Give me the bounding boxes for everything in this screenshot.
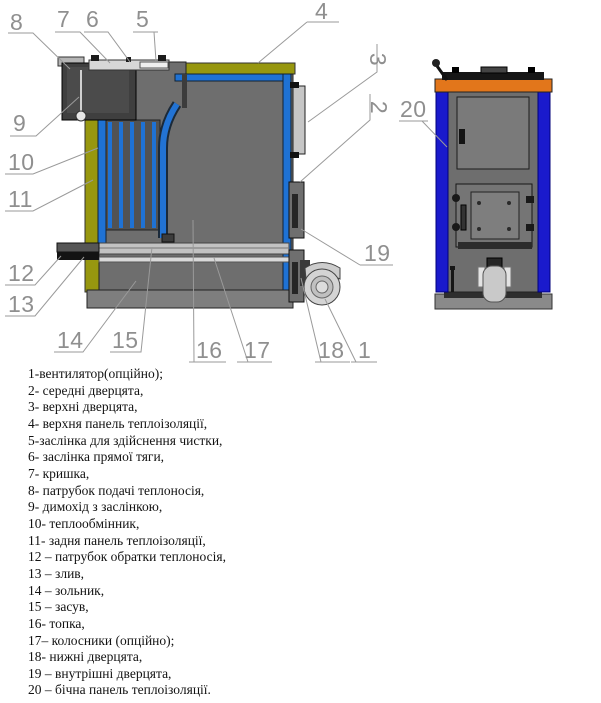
rear-insulation-panel [84, 95, 100, 293]
legend-item-7: 7- кришка, [28, 465, 90, 481]
boiler-cross-section [56, 55, 341, 309]
heat-exchanger [105, 119, 161, 231]
legend-item-9: 9- димохід з заслінкою, [28, 499, 163, 515]
side-insulation-right [537, 89, 551, 293]
legend-item-1: 1-вентилятор(опційно); [28, 366, 163, 381]
legend-item-5: 5-заслінка для здійснення чистки, [28, 432, 223, 448]
legend-item-6: 6- заслінка прямої тяги, [28, 449, 165, 465]
lid-bolt-right [158, 55, 166, 61]
parts-legend: 1-вентилятор(опційно); 2- середні дверця… [28, 366, 428, 699]
callout-2: 2 [366, 100, 393, 115]
callout-8: 8 [10, 9, 24, 35]
firebox-tube [160, 102, 180, 238]
front-fan [477, 257, 512, 303]
callout-15: 15 [112, 327, 139, 353]
front-lid [442, 72, 544, 80]
hinge-top [452, 194, 460, 202]
legend-item-3: 3- верхні дверцята, [28, 399, 138, 415]
tube-foot [161, 233, 175, 243]
legend-item-18: 18- нижні дверцята, [28, 649, 143, 665]
front-top-band [434, 78, 553, 93]
return-pipe [56, 242, 100, 253]
chimney [61, 62, 137, 122]
callout-14: 14 [57, 327, 84, 353]
callout-3: 3 [365, 52, 392, 67]
callout-17: 17 [244, 337, 271, 363]
callout-10: 10 [8, 149, 35, 175]
legend-item-8: 8- патрубок подачі теплоносія, [28, 482, 205, 498]
leader-lines [5, 21, 448, 363]
latch-top [526, 196, 534, 203]
water-jacket-top [174, 73, 289, 82]
legend-item-4: 4- верхня панель теплоізоляції, [28, 415, 208, 431]
legend-item-15: 15 – засув, [28, 599, 89, 615]
legend-item-12: 12 – патрубок обратки теплоносія, [28, 549, 226, 565]
boiler-front-view [432, 59, 553, 310]
direct-draft-damper [182, 74, 187, 108]
callout-13: 13 [8, 291, 35, 317]
legend-item-14: 14 – зольник, [28, 582, 105, 598]
latch-bottom [526, 224, 534, 231]
water-jacket-rear [97, 107, 107, 254]
callout-9: 9 [13, 110, 27, 136]
drain [57, 252, 99, 260]
damper-lever-knob [432, 59, 440, 67]
callout-16: 16 [196, 337, 223, 363]
legend-item-13: 13 – злив, [28, 565, 85, 581]
fan [300, 260, 341, 306]
callout-6: 6 [86, 6, 100, 32]
callout-5: 5 [136, 6, 150, 32]
middle-door-handle [460, 204, 467, 231]
upper-door-section [292, 85, 306, 155]
grate-strip [98, 256, 290, 263]
cleaning-flap [139, 61, 169, 69]
legend-item-2: 2- середні дверцята, [28, 382, 144, 398]
chimney-damper-knob [75, 110, 87, 122]
front-pin [451, 269, 454, 292]
callout-11: 11 [8, 186, 33, 212]
legend-item-11: 11- задня панель теплоізоляції, [28, 532, 206, 548]
side-insulation-left [435, 89, 449, 293]
top-insulation-panel [172, 62, 296, 75]
callout-1: 1 [358, 337, 372, 363]
front-upper-door [456, 96, 530, 170]
legend-item-17: 17– колосники (опційно); [28, 632, 175, 648]
callout-7: 7 [57, 6, 71, 32]
legend-item-16: 16- топка, [28, 615, 85, 631]
front-middle-bar [458, 242, 532, 249]
hinge-bottom [452, 223, 460, 231]
callout-19: 19 [364, 240, 391, 266]
callout-20: 20 [400, 96, 427, 122]
front-middle-door [452, 183, 534, 248]
legend-item-10: 10- теплообмінник, [28, 515, 140, 531]
lid-bolt-left [91, 55, 99, 61]
legend-item-19: 19 – внутрішні дверцята, [28, 665, 172, 681]
callout-12: 12 [8, 260, 35, 286]
damper-lever [435, 65, 449, 81]
callout-18: 18 [318, 337, 345, 363]
lid-handle [480, 66, 508, 74]
upper-door-handle [459, 129, 465, 144]
legend-item-20: 20 – бічна панель теплоізоляції. [28, 682, 211, 698]
callout-4: 4 [315, 0, 329, 24]
